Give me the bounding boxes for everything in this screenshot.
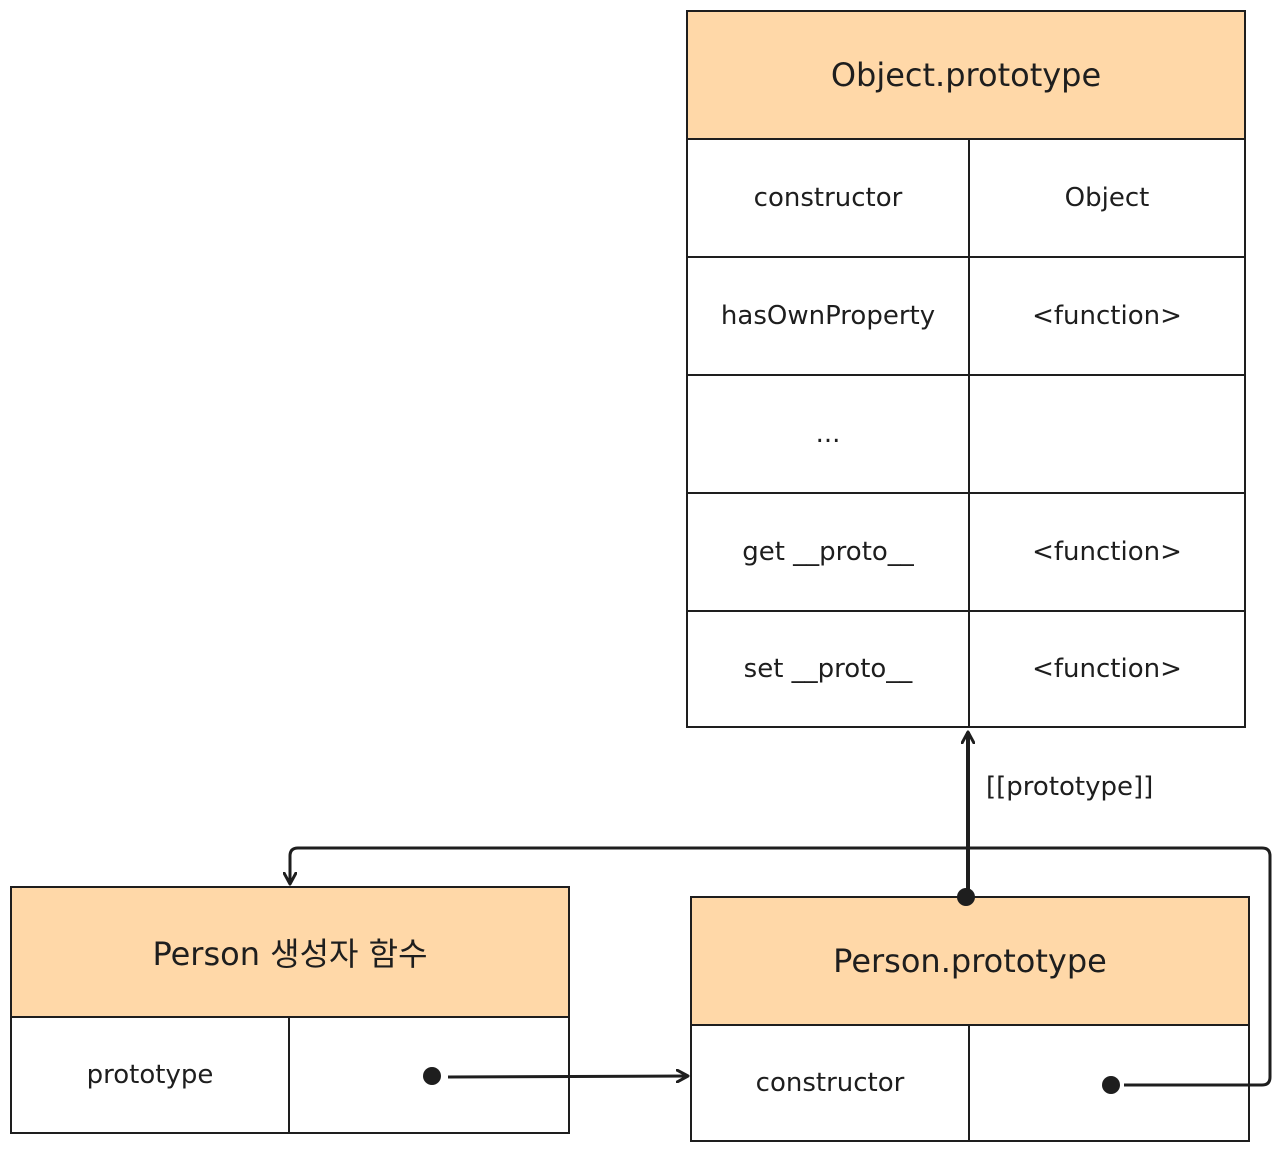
op-row-4-value-text: <function>	[1032, 537, 1182, 567]
person-prototype-title: Person.prototype	[833, 942, 1107, 980]
constructor-property-dot	[1102, 1076, 1120, 1094]
pp-row-1-key-text: constructor	[755, 1068, 905, 1098]
prototype-link-label: [[prototype]]	[986, 772, 1154, 802]
op-row-1-value-text: Object	[1064, 183, 1150, 213]
op-row-5-value: <function>	[968, 610, 1246, 728]
pc-row-1-key: prototype	[10, 1016, 290, 1134]
op-row-2-key-text: hasOwnProperty	[720, 301, 936, 331]
op-row-2-value-text: <function>	[1032, 301, 1182, 331]
op-row-2-value: <function>	[968, 256, 1246, 376]
prototype-property-arrow	[447, 1076, 688, 1077]
op-row-3-key-text: ...	[815, 419, 841, 449]
op-row-5-value-text: <function>	[1032, 654, 1182, 684]
pc-row-1-key-text: prototype	[86, 1060, 214, 1090]
person-constructor-title: Person 생성자 함수	[152, 935, 428, 973]
constructor-property-arrow	[290, 846, 1272, 1087]
op-row-5-key-text: set __proto__	[743, 654, 913, 684]
op-row-5-key: set __proto__	[686, 610, 970, 728]
prototype-link-dot	[957, 888, 975, 906]
prototype-property-dot	[423, 1067, 441, 1085]
op-row-2-key: hasOwnProperty	[686, 256, 970, 376]
pp-row-1-key: constructor	[690, 1024, 970, 1142]
object-prototype-header: Object.prototype	[686, 10, 1246, 140]
op-row-1-value: Object	[968, 138, 1246, 258]
op-row-1-key-text: constructor	[753, 183, 903, 213]
op-row-3-key: ...	[686, 374, 970, 494]
op-row-4-value: <function>	[968, 492, 1246, 612]
person-constructor-header: Person 생성자 함수	[10, 886, 570, 1018]
op-row-4-key-text: get __proto__	[742, 537, 914, 567]
object-prototype-title: Object.prototype	[830, 56, 1102, 94]
